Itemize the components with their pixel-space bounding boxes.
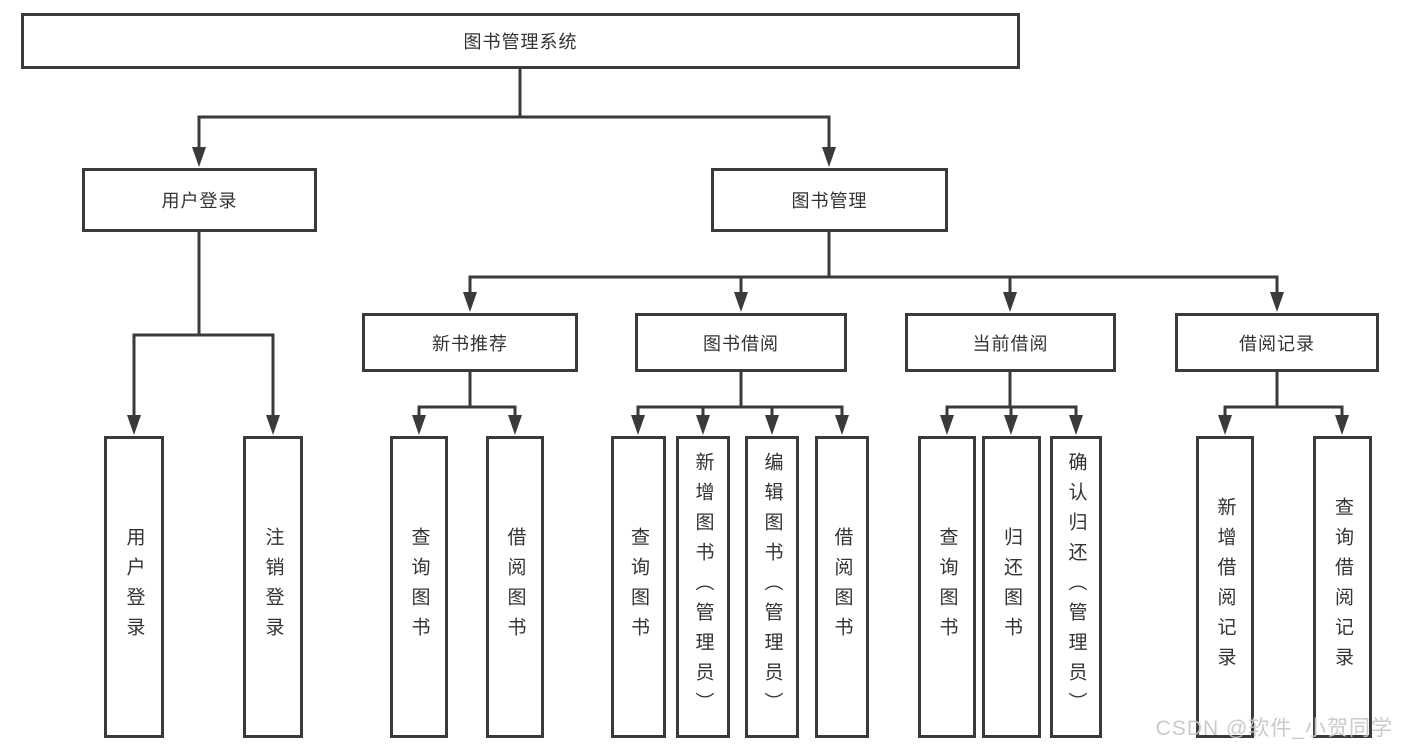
leaf-current-query-book: 查询图书: [918, 436, 976, 738]
leaf-logout: 注销登录: [243, 436, 303, 738]
node-user-login-label: 用户登录: [161, 191, 238, 211]
csdn-watermark: CSDN @软件_小贺同学: [1155, 717, 1393, 740]
node-book-borrowing-label: 图书借阅: [703, 333, 779, 354]
node-borrow-records: 借阅记录: [1175, 313, 1379, 372]
node-library-system: 图书管理系统: [21, 13, 1020, 69]
leaf-borrowing-borrow-book: 借阅图书: [815, 436, 869, 738]
leaf-recommend-borrow-book-label: 借阅图书: [504, 527, 526, 647]
node-book-management-label: 图书管理: [791, 191, 868, 211]
leaf-current-confirm-return-admin-label: 确认归还（管理员）: [1065, 452, 1087, 722]
node-current-borrowing-label: 当前借阅: [972, 333, 1049, 354]
leaf-current-confirm-return-admin: 确认归还（管理员）: [1050, 436, 1102, 738]
leaf-borrowing-add-book-admin: 新增图书（管理员）: [676, 436, 730, 738]
node-current-borrowing: 当前借阅: [905, 313, 1116, 372]
leaf-current-return-book: 归还图书: [982, 436, 1041, 738]
leaf-records-add-record-label: 新增借阅记录: [1214, 497, 1236, 677]
leaf-records-add-record: 新增借阅记录: [1196, 436, 1254, 738]
node-book-management: 图书管理: [711, 168, 948, 232]
leaf-borrowing-add-book-admin-label: 新增图书（管理员）: [692, 452, 714, 722]
leaf-logout-label: 注销登录: [262, 527, 284, 647]
node-library-system-label: 图书管理系统: [463, 32, 578, 52]
leaf-borrowing-query-book: 查询图书: [611, 436, 666, 738]
leaf-recommend-borrow-book: 借阅图书: [486, 436, 544, 738]
leaf-current-return-book-label: 归还图书: [1001, 527, 1022, 647]
leaf-borrowing-query-book-label: 查询图书: [628, 527, 649, 647]
node-book-borrowing: 图书借阅: [635, 313, 847, 372]
node-user-login: 用户登录: [82, 168, 317, 232]
node-new-book-recommend: 新书推荐: [362, 313, 578, 372]
leaf-borrowing-edit-book-admin-label: 编辑图书（管理员）: [761, 452, 783, 722]
leaf-borrowing-borrow-book-label: 借阅图书: [831, 527, 853, 647]
leaf-records-query-record-label: 查询借阅记录: [1332, 497, 1353, 677]
leaf-recommend-query-book-label: 查询图书: [408, 527, 430, 647]
leaf-user-login: 用户登录: [104, 436, 164, 738]
node-new-book-recommend-label: 新书推荐: [432, 333, 508, 354]
leaf-current-query-book-label: 查询图书: [936, 527, 958, 647]
leaf-records-query-record: 查询借阅记录: [1313, 436, 1372, 738]
leaf-borrowing-edit-book-admin: 编辑图书（管理员）: [745, 436, 799, 738]
leaf-user-login-label: 用户登录: [123, 527, 145, 647]
node-borrow-records-label: 借阅记录: [1239, 333, 1315, 354]
leaf-recommend-query-book: 查询图书: [390, 436, 448, 738]
